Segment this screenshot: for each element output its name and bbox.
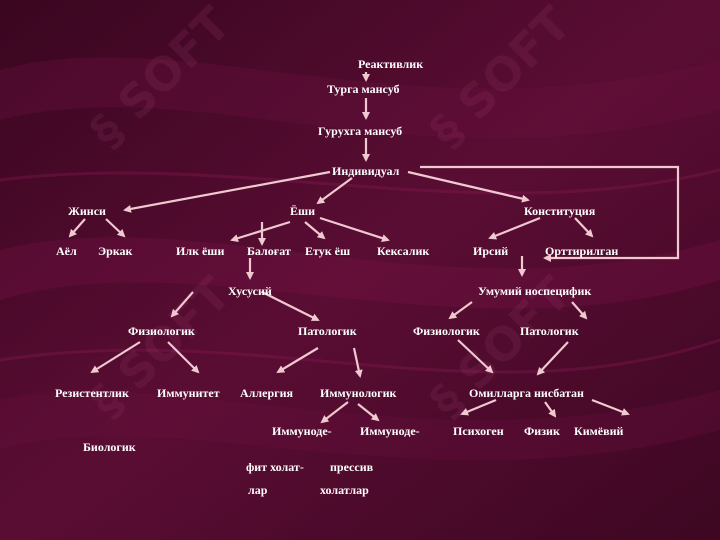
node-fit-holat: фит холат- — [246, 460, 304, 474]
arrow-individual-konstitutsiya — [407, 170, 530, 203]
arrow-fiz1-immunitet — [167, 341, 200, 374]
arrow-umumiy-patologik — [571, 301, 588, 320]
arrow-individual-jinsi — [123, 170, 331, 213]
arrow-individual-yoshi — [316, 177, 353, 205]
node-pressiv: прессив — [330, 460, 374, 474]
arrow-pat1-immunologik — [352, 347, 363, 378]
node-ayol: Аёл — [56, 244, 77, 258]
node-immunologik: Иммунологик — [320, 386, 397, 400]
node-jinsi: Жинси — [68, 204, 106, 218]
node-turga-mansub: Турга мансуб — [327, 82, 400, 96]
node-patologik-2: Патологик — [520, 324, 579, 338]
node-ilk-yoshi: Илк ёши — [176, 244, 225, 258]
node-orttirilgan: Орттирилган — [545, 244, 619, 258]
node-konstitutsiya: Конституция — [524, 204, 596, 218]
node-yoshi: Ёши — [290, 204, 316, 218]
node-allergiya: Аллергия — [240, 386, 293, 400]
arrow-omillarga-kimyoviy — [591, 398, 630, 416]
arrow-immunologik-immunode2 — [357, 403, 380, 422]
node-erkak: Эркак — [98, 244, 133, 258]
node-balogat: Балоғат — [247, 244, 291, 258]
arrow-fiz2-omillarga — [457, 339, 494, 374]
arrow-yoshi-etuk — [304, 221, 326, 240]
arrow-omillarga-psixogen — [460, 398, 497, 416]
node-fiziologik-2: Физиологик — [413, 324, 480, 338]
node-omillarga-nisbatan: Омилларга нисбатан — [469, 386, 584, 400]
node-umumiy-nospetsifik: Умумий носпецифик — [478, 284, 592, 298]
node-biologik: Биологик — [83, 440, 136, 454]
arrow-pat1-allergiya — [276, 347, 319, 374]
node-fizik: Физик — [524, 424, 560, 438]
node-psixogen: Психоген — [453, 424, 504, 438]
node-holatlar: холатлар — [320, 483, 369, 497]
node-etuk-yosh: Етук ёш — [305, 244, 351, 258]
node-lar: лар — [248, 483, 268, 497]
arrow-omillarga-fizik — [544, 401, 557, 418]
node-kimyoviy: Кимёвий — [574, 424, 624, 438]
arrow-xususiy-fiziologik — [170, 291, 194, 318]
node-immunitet: Иммунитет — [157, 386, 220, 400]
node-fiziologik-1: Физиологик — [128, 324, 195, 338]
node-irsiy: Ирсий — [473, 244, 509, 258]
arrow-konst-irsiy — [488, 216, 541, 240]
arrow-jinsi-erkak — [105, 218, 126, 238]
arrow-fiz1-rezistentlik — [90, 341, 141, 374]
arrow-xususiy-patologik — [261, 291, 320, 321]
arrow-yoshi-keksalik — [319, 216, 390, 242]
node-reaktivlik: Реактивлик — [358, 57, 424, 71]
node-immunode-1: Иммуноде- — [272, 424, 332, 438]
node-xususiy: Хусусий — [228, 284, 272, 298]
arrow-immunologik-immunode1 — [320, 401, 349, 424]
arrow-jinsi-ayol — [68, 218, 86, 238]
node-rezistentlik: Резистентлик — [55, 386, 129, 400]
arrow-individual-bypass — [420, 165, 680, 262]
node-keksalik: Кексалик — [377, 244, 430, 258]
node-guruhga-mansub: Гурухга мансуб — [318, 124, 403, 138]
node-immunode-2: Иммуноде- — [360, 424, 420, 438]
node-patologik-1: Патологик — [298, 324, 357, 338]
arrow-pat2-omillarga — [536, 341, 569, 376]
arrow-konst-orttirilgan — [574, 217, 594, 238]
arrow-umumiy-fiziologik — [448, 301, 473, 320]
node-individual: Индивидуал — [332, 164, 400, 178]
